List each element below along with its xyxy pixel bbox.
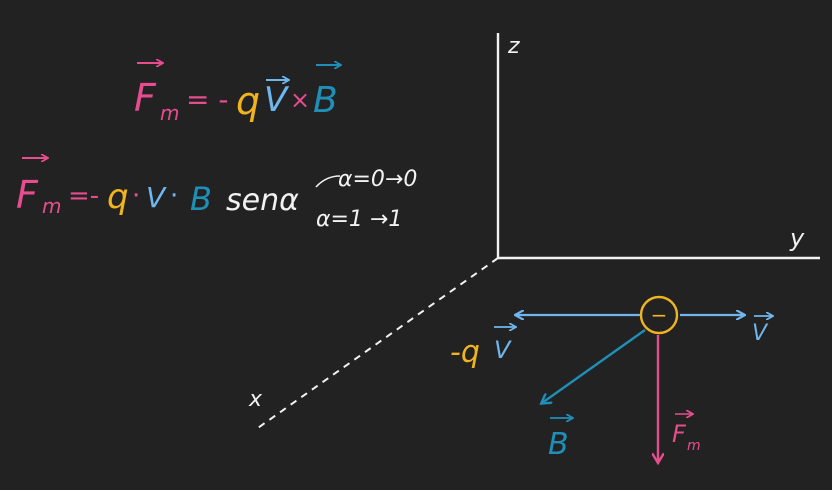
- formula-scalar: F m =- q · V · B senα: [16, 158, 299, 218]
- x-axis-label: x: [248, 387, 263, 412]
- fm-label: F: [672, 420, 687, 448]
- velocity-symbol-2: V: [146, 181, 167, 214]
- charge-symbol-2: q: [107, 177, 129, 217]
- alpha-notes: α=0→0 α=1 →1: [315, 167, 417, 232]
- charge-symbol: q: [236, 79, 260, 123]
- minus-q-label: -q: [450, 335, 480, 370]
- z-axis-label: z: [507, 34, 520, 59]
- fm-label-subscript: m: [687, 438, 701, 454]
- force-symbol-2: F: [16, 173, 39, 217]
- b-vector: [542, 329, 646, 403]
- dot-operator-1: ·: [132, 181, 140, 211]
- force-symbol: F: [134, 76, 157, 120]
- field-symbol: B: [313, 80, 338, 121]
- dot-operator-2: ·: [170, 181, 178, 211]
- charge-sign: −: [651, 303, 668, 327]
- field-symbol-2: B: [190, 180, 212, 218]
- formula-vector: F m = - q V × B: [134, 63, 340, 125]
- y-axis-label: y: [789, 224, 805, 252]
- force-subscript: m: [160, 101, 179, 125]
- alpha-zero-note: α=0→0: [338, 167, 417, 192]
- b-label: B: [548, 427, 569, 462]
- axes: z y x: [248, 33, 820, 431]
- x-axis-line: [254, 257, 499, 431]
- velocity-symbol: V: [264, 80, 290, 120]
- v-label: V: [752, 321, 769, 346]
- equals-minus-2: =-: [68, 181, 99, 211]
- note-connector: [315, 175, 341, 188]
- force-subscript-2: m: [42, 194, 61, 218]
- negative-charge: [639, 295, 679, 335]
- sine-alpha: senα: [226, 183, 299, 218]
- minus-qv-v-label: V: [494, 336, 512, 364]
- alpha-one-note: α=1 →1: [316, 207, 402, 232]
- force-diagram: − -q V V B F m: [450, 295, 772, 462]
- cross-product-sign: ×: [290, 86, 310, 114]
- equals-minus: = -: [186, 83, 228, 116]
